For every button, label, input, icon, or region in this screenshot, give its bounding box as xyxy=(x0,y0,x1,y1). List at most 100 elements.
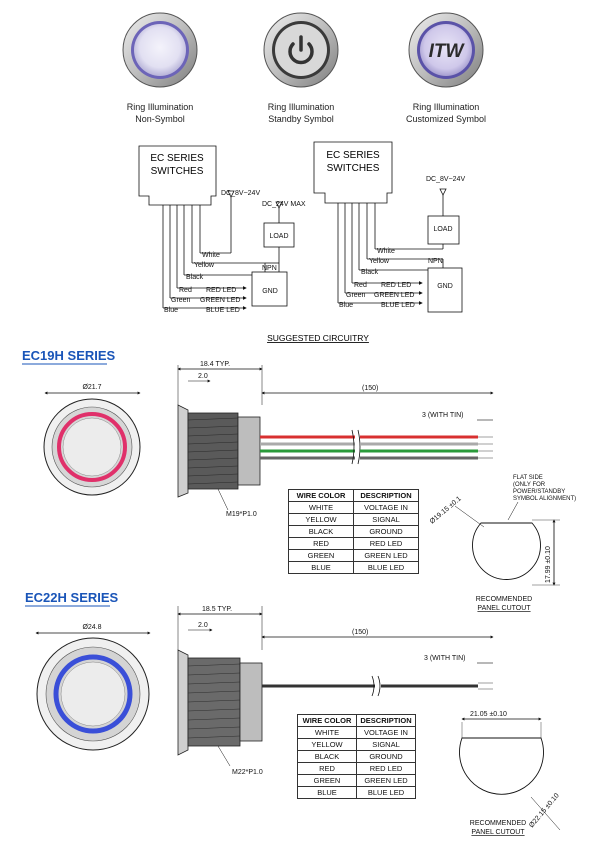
header-wire-color: WIRE COLOR xyxy=(288,489,354,502)
cell: SIGNAL xyxy=(353,513,419,526)
caption-line2: Standby Symbol xyxy=(268,114,334,124)
button-non-symbol: Ring Illumination Non-Symbol xyxy=(122,12,198,124)
cell: RED LED xyxy=(356,762,416,775)
itw-logo: ITW xyxy=(429,41,466,62)
gnd-label: GND xyxy=(437,283,453,290)
wire-label-red: Red xyxy=(179,287,192,294)
header-description: DESCRIPTION xyxy=(356,714,416,727)
wire-label-green: Green xyxy=(171,297,191,304)
header-wire-color: WIRE COLOR xyxy=(297,714,357,727)
tin-label: 3 (WITH TIN) xyxy=(424,655,465,662)
cell: YELLOW xyxy=(297,738,357,751)
circuit-diagram-1 xyxy=(138,145,295,310)
caption-line2: Customized Symbol xyxy=(406,114,486,124)
cutout-label-1: RECOMMENDED xyxy=(470,820,526,827)
cell: BLUE LED xyxy=(353,561,419,574)
wire-label-blue: Blue xyxy=(339,302,353,309)
circuit-1-labels: EC SERIES SWITCHES DC_8V~24V DC_24V MAX … xyxy=(150,153,306,314)
circuit-title: SUGGESTED CIRCUITRY xyxy=(267,333,369,343)
ec22h-front-view: Ø24.8 xyxy=(35,624,151,751)
load-supply-label: DC_24V MAX xyxy=(262,201,306,208)
cell: GROUND xyxy=(356,750,416,763)
wire-label-white: White xyxy=(377,248,395,255)
typ-label: 18.4 TYP. xyxy=(200,361,230,368)
flat-note-3: POWER/STANDBY xyxy=(513,489,565,495)
ec22h-title: EC22H SERIES xyxy=(25,590,119,605)
typ-label: 18.5 TYP. xyxy=(202,606,232,613)
wire-label-blue: Blue xyxy=(164,307,178,314)
led-label-red: RED LED xyxy=(206,287,236,294)
button-customized-symbol: ITW Ring Illumination Customized Symbol xyxy=(406,12,486,124)
box-label-1: EC SERIES xyxy=(326,150,380,161)
cutout-label-2: PANEL CUTOUT xyxy=(477,605,531,612)
box-label-1: EC SERIES xyxy=(150,153,204,164)
cell: BLUE xyxy=(288,561,354,574)
thread-label: M22*P1.0 xyxy=(232,769,263,776)
led-label-blue: BLUE LED xyxy=(206,307,240,314)
circuit-2-labels: EC SERIES SWITCHES DC_8V~24V LOAD NPN GN… xyxy=(326,150,465,309)
cell: BLUE LED xyxy=(356,786,416,799)
cutout-diameter-label: Ø19.15 ±0.1 xyxy=(429,495,463,525)
cell: BLACK xyxy=(297,750,357,763)
cutout-diameter-label: Ø22.15 ±0.10 xyxy=(528,792,561,829)
cell: GREEN LED xyxy=(356,774,416,787)
wire-label-yellow: Yellow xyxy=(194,262,215,269)
cutout-label-1: RECOMMENDED xyxy=(476,596,532,603)
flat-note-2: (ONLY FOR xyxy=(513,482,546,488)
load-label: LOAD xyxy=(269,233,288,240)
thread-label: M19*P1.0 xyxy=(226,511,257,518)
led-label-green: GREEN LED xyxy=(200,297,240,304)
npn-label: NPN xyxy=(428,258,443,265)
cell: RED xyxy=(297,762,357,775)
blue-ring xyxy=(53,654,133,734)
table-header: WIRE COLOR DESCRIPTION xyxy=(288,489,419,502)
wire-label-white: White xyxy=(202,252,220,259)
ec19h-panel-cutout: FLAT SIDE (ONLY FOR POWER/STANDBY SYMBOL… xyxy=(429,475,576,612)
supply-label: DC_8V~24V xyxy=(426,176,465,183)
ec22h-side-view: 18.5 TYP. 2.0 (150) 3 (WITH TIN) M22*P1.… xyxy=(177,606,494,776)
wire-label-black: Black xyxy=(186,274,204,281)
box-label-2: SWITCHES xyxy=(327,163,380,174)
led-label-red: RED LED xyxy=(381,282,411,289)
circuit-diagram-2 xyxy=(313,141,463,313)
cell: GROUND xyxy=(353,525,419,538)
caption-line2: Non-Symbol xyxy=(135,114,185,124)
led-label-green: GREEN LED xyxy=(374,292,414,299)
supply-label: DC_8V~24V xyxy=(221,190,260,197)
header-description: DESCRIPTION xyxy=(353,489,419,502)
led-label-blue: BLUE LED xyxy=(381,302,415,309)
cable-length-label: (150) xyxy=(352,629,368,636)
wire-label-black: Black xyxy=(361,269,379,276)
caption-line1: Ring Illumination xyxy=(127,102,194,112)
caption-line1: Ring Illumination xyxy=(413,102,480,112)
red-ring xyxy=(57,412,127,482)
flange-label: 2.0 xyxy=(198,622,208,629)
wire-label-yellow: Yellow xyxy=(369,258,390,265)
cell: YELLOW xyxy=(288,513,354,526)
cell: VOLTAGE IN xyxy=(353,501,419,514)
cell: RED xyxy=(288,537,354,550)
cutout-label-2: PANEL CUTOUT xyxy=(471,829,525,836)
tin-label: 3 (WITH TIN) xyxy=(422,412,463,419)
diameter-label: Ø24.8 xyxy=(82,624,101,631)
cell: BLUE xyxy=(297,786,357,799)
cell: WHITE xyxy=(297,726,357,739)
power-icon xyxy=(288,35,314,65)
cell: GREEN LED xyxy=(353,549,419,562)
cell: BLACK xyxy=(288,525,354,538)
ec22h-panel-cutout: 21.05 ±0.10 Ø22.15 ±0.10 RECOMMENDED PAN… xyxy=(459,711,561,836)
cell: SIGNAL xyxy=(356,738,416,751)
